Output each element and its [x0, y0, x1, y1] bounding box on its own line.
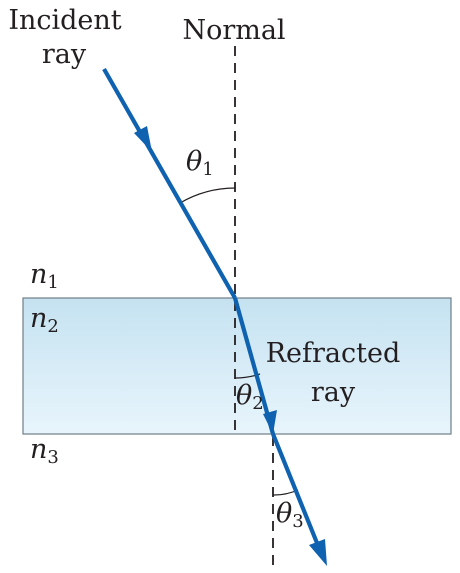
medium-slab — [22, 297, 452, 435]
medium-label-n2: n2 — [30, 303, 59, 337]
emergent-ray — [271, 433, 319, 544]
angle-label-theta1: θ1 — [186, 146, 214, 180]
emergent-ray-arrowhead — [309, 539, 327, 566]
angle-label-theta3: θ3 — [276, 498, 304, 532]
refracted-ray-label-line1: Refracted — [266, 338, 401, 369]
refracted-ray-arrowhead — [263, 410, 277, 434]
incident-ray-label-line1: Incident — [8, 5, 121, 36]
normal-label: Normal — [182, 15, 285, 46]
incident-ray-arrowhead — [134, 126, 152, 152]
refracted-ray-label-line2: ray — [311, 377, 356, 408]
medium-label-n3: n3 — [30, 434, 59, 468]
medium-label-n1: n1 — [30, 259, 59, 293]
incident-ray-label-line2: ray — [42, 39, 87, 70]
refracted-ray — [232, 297, 276, 435]
angle-label-theta2: θ2 — [236, 380, 264, 414]
angle-arc-theta2 — [234, 373, 261, 379]
angle-arc-theta1 — [179, 187, 236, 204]
incident-ray — [102, 67, 237, 300]
